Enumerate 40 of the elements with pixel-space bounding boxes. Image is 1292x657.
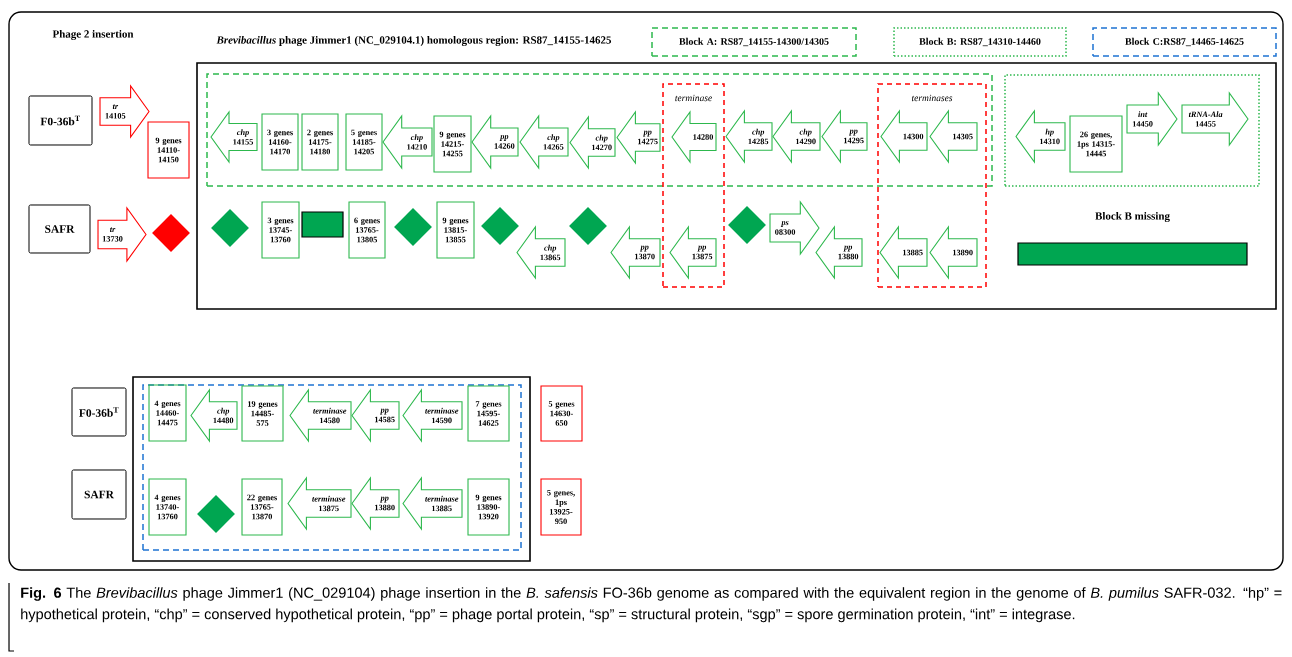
strain-label-box: F0-36b$^{T}$ [28,95,93,146]
gene-box: 5 genes 14630-650 [540,385,583,442]
gene-box: 2 genes 14175-14180 [301,113,339,171]
missing-block-bar: Block B missing [1017,212,1248,266]
gene-box: 9 genes 13890-13920 [467,478,510,536]
strain-label-box: F0-36b$^{T}$ [71,387,127,437]
diamond-marker [728,206,766,244]
gene-box: 9 genes 13815-13855 [436,201,475,259]
gene-box: 26 genes, 1ps 14315-14445 [1069,115,1123,173]
heading-text: Brevibacillus phage Jimmer1 (NC_029104.1) homologous region: RS87_14155-14625 [216,36,612,46]
diamond-marker [481,207,519,245]
gene-block [301,211,344,238]
diamond-marker [197,495,235,533]
strain-label-box: SAFR [71,469,127,520]
legend-box: Block B: RS87_14310-14460 [893,27,1067,57]
title: Phage 2 insertion [52,30,134,40]
diamond-marker [152,214,190,252]
legend-box: Block C:RS87_14465-14625 [1092,27,1277,57]
gene-box: 7 genes 14595-14625 [467,385,510,442]
gene-box: 19 genes 14485-575 [241,385,284,442]
strain-label-box: SAFR [28,204,91,254]
gene-box: 6 genes 13765-13805 [348,201,386,259]
gene-box: 9 genes 14215-14255 [433,115,472,173]
region-frame [196,62,1277,310]
diamond-marker [211,209,249,247]
gene-box: 5 genes 14185-14205 [345,113,383,171]
gene-box: 4 genes 14460-14475 [148,384,187,442]
node-label: Block B missing [1095,212,1170,223]
block-frame [206,73,993,187]
diamond-marker [394,208,432,246]
gene-box: 9 genes 14110-14150 [147,121,190,179]
gene-box: 3 genes 14160-14170 [261,113,299,171]
gene-box: 22 genes 13765-13870 [241,478,283,536]
gene-box: 5 genes, 1ps 13925-950 [540,478,582,536]
legend-box: Block A: RS87_14155-14300/14305 [651,27,857,57]
gene-box: 3 genes 13745-13760 [261,201,300,259]
diamond-marker [569,207,607,245]
block-frame [1004,74,1260,187]
figure-caption: Fig. 6 The Brevibacillus phage Jimmer1 (NC_029104) phage insertion in the B. safensis FO-36b genome as compared with the equivalent region in the genome of B. pumilus SAFR-032. “hp” = hypothetical protein, “chp” = conserved hypothetical protein, “pp” = phage portal protein, “sp” = structural protein, “sgp” = spore germination protein, “int” = integrase. [8,582,1282,652]
gene-box: 4 genes 13740-13760 [148,478,187,536]
